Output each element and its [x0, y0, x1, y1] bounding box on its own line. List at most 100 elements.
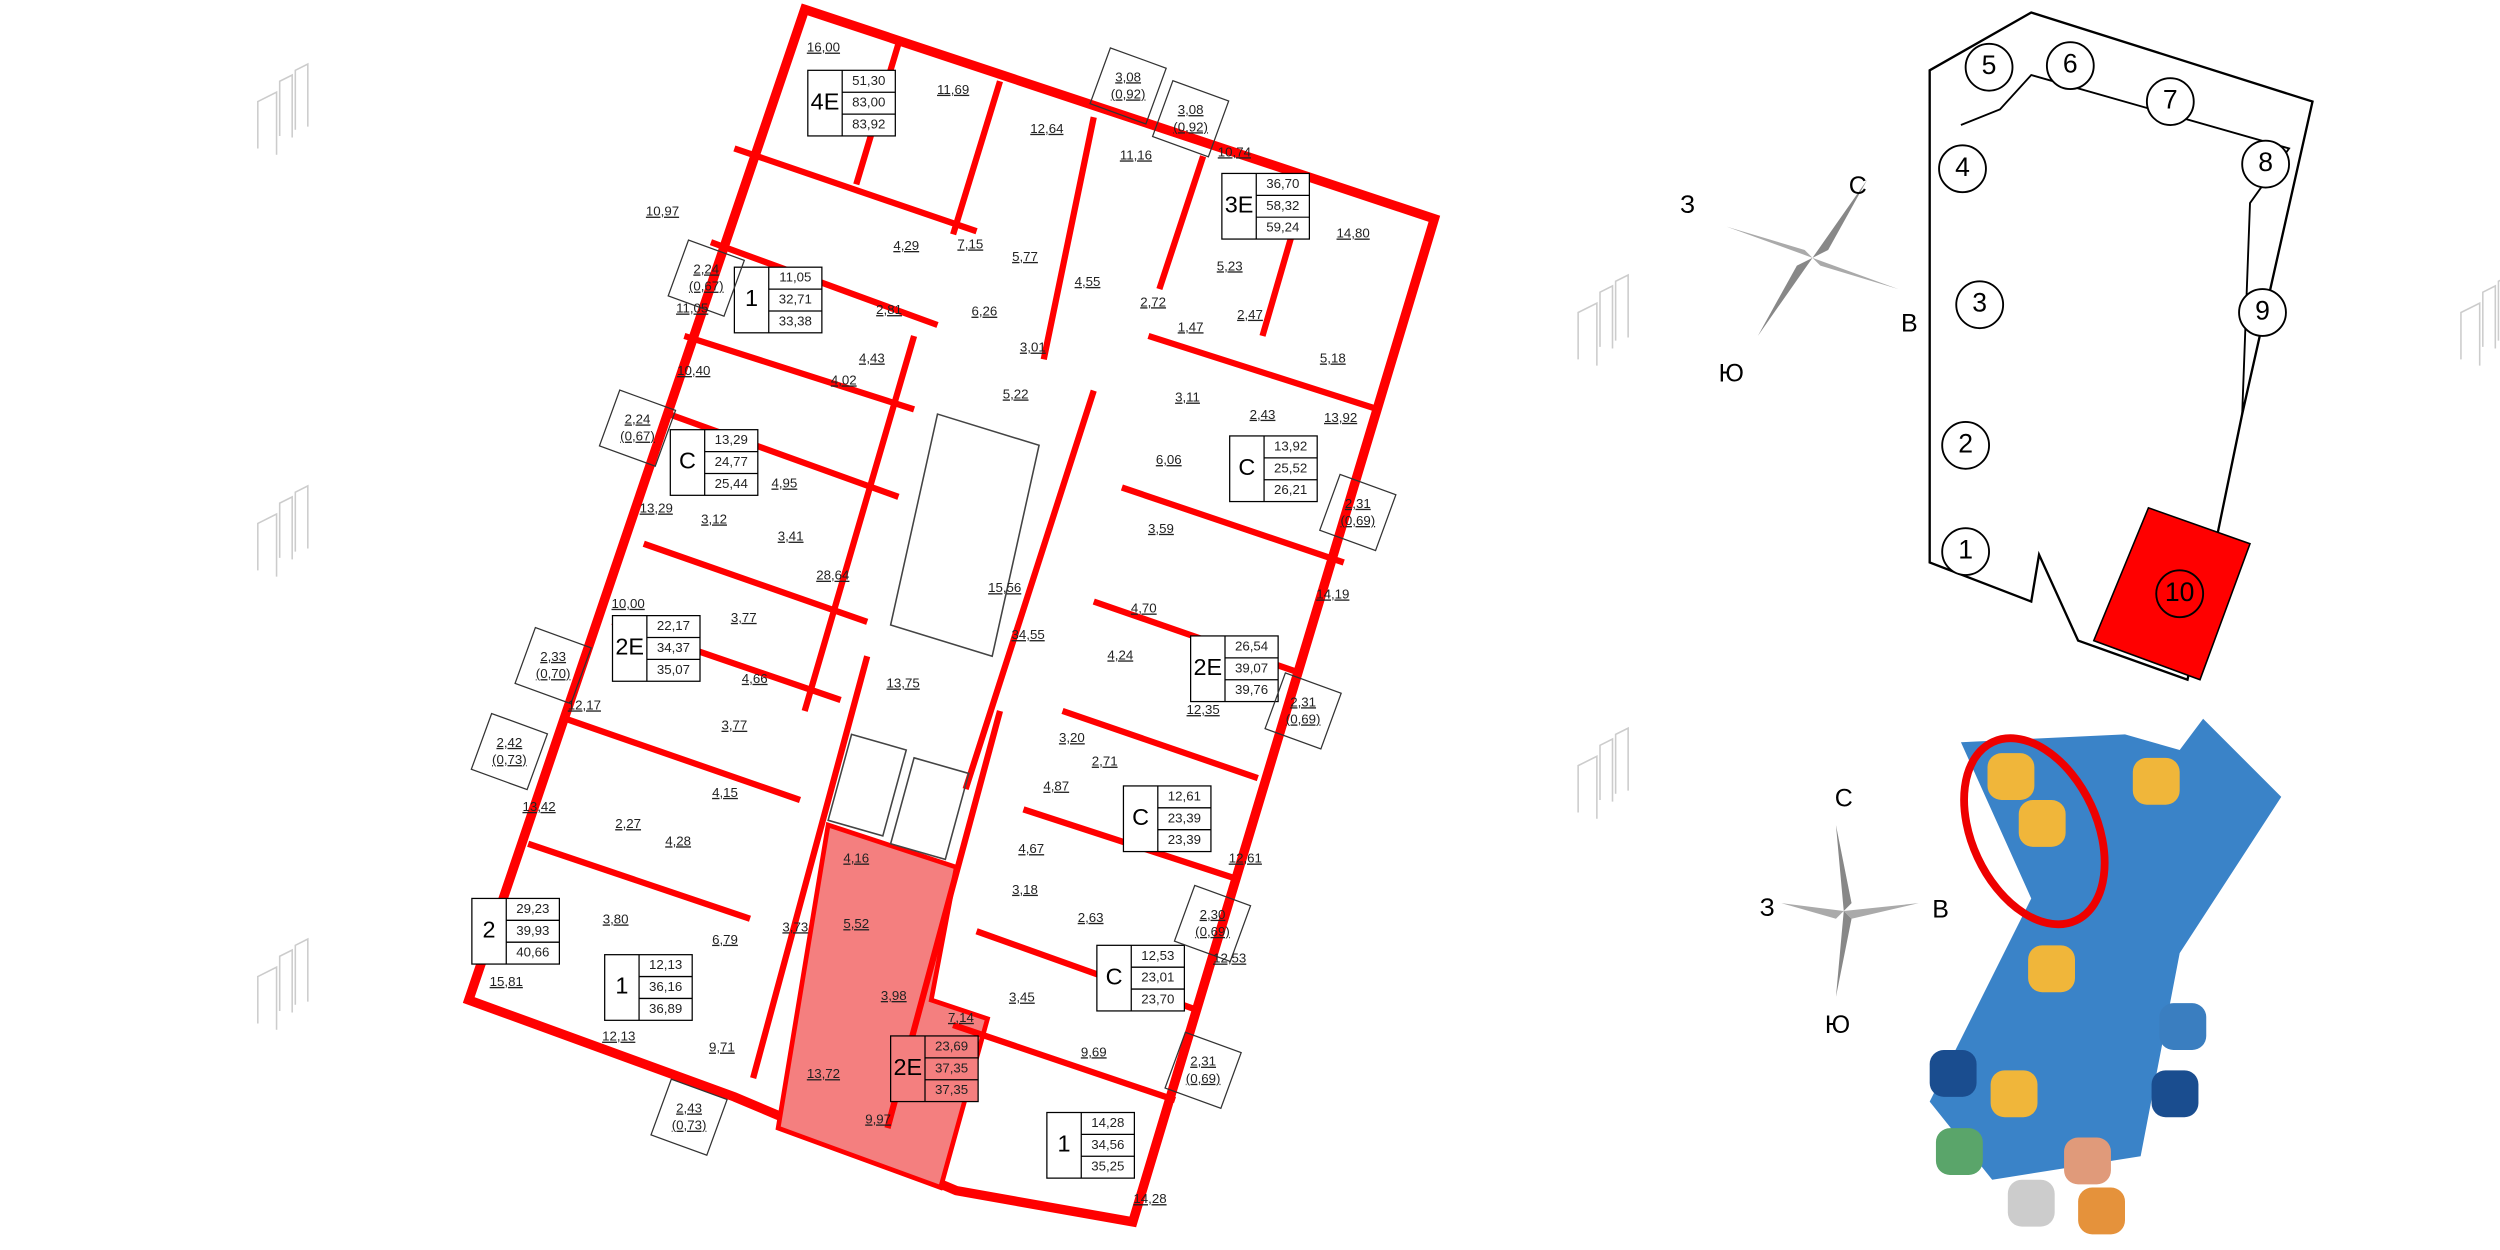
selected-area-marker — [1960, 734, 2109, 929]
room-area-label: 14,19 — [1316, 586, 1349, 601]
total-area-with-balcony: 83,92 — [852, 117, 885, 132]
watermark-logo-icon — [2460, 279, 2500, 366]
total-area: 34,56 — [1091, 1137, 1124, 1152]
total-area-with-balcony: 35,25 — [1091, 1159, 1124, 1174]
living-area: 13,29 — [715, 432, 748, 447]
residential-icon — [1990, 1070, 2038, 1118]
apartment-type: 2Е — [1193, 654, 1222, 680]
total-area-with-balcony: 23,70 — [1141, 992, 1174, 1007]
section-number: 6 — [2063, 49, 2078, 79]
key-plan-section-3[interactable]: 3 — [1955, 280, 2005, 330]
section-number: 9 — [2255, 296, 2270, 326]
room-area-label: 9,97 — [865, 1111, 891, 1126]
balcony-area: 2,31 — [1345, 496, 1371, 511]
room-area-label: 13,92 — [1324, 410, 1357, 425]
watermark-logo-icon — [257, 937, 309, 1030]
apartment-type: 2Е — [893, 1054, 922, 1080]
compass-bottom: С З В Ю — [1760, 785, 1949, 1040]
apartment-type: 2 — [483, 916, 496, 942]
living-area: 36,70 — [1266, 176, 1299, 191]
room-area-label: 6,26 — [971, 304, 997, 319]
key-plan-section-10[interactable]: 10 — [2092, 506, 2252, 681]
key-plan-section-6[interactable]: 6 — [2045, 41, 2095, 90]
room-area-label: 12,13 — [602, 1029, 635, 1044]
balcony — [1173, 884, 1252, 963]
room-area-label: 14,80 — [1337, 225, 1370, 240]
total-area-with-balcony: 59,24 — [1266, 220, 1299, 235]
balcony-reduced-area: (0,70) — [536, 666, 571, 681]
balcony-reduced-area: (0,92) — [1173, 119, 1208, 134]
total-area: 32,71 — [779, 292, 812, 307]
room-area-label: 3,80 — [603, 911, 629, 926]
balcony-area: 2,42 — [496, 735, 522, 750]
room-area-label: 5,77 — [1012, 249, 1038, 264]
living-area: 22,17 — [657, 618, 690, 633]
compass-top: С З В Ю — [1680, 172, 1918, 388]
balcony — [1318, 473, 1397, 552]
room-area-label: 1,47 — [1178, 319, 1204, 334]
balcony — [1089, 47, 1167, 125]
apartment-type: С — [679, 448, 696, 474]
room-area-label: 16,00 — [807, 40, 840, 55]
balcony-area: 2,33 — [540, 649, 566, 664]
room-area-label: 9,71 — [709, 1040, 735, 1055]
section-number: 8 — [2258, 147, 2273, 177]
room-area-label: 2,72 — [1140, 294, 1166, 309]
room-area-label: 6,06 — [1156, 452, 1182, 467]
key-plan-section-8[interactable]: 8 — [2241, 139, 2290, 189]
room-area-label: 11,05 — [676, 301, 708, 316]
key-plan-section-4[interactable]: 4 — [1938, 144, 1987, 194]
key-plan-section-2[interactable]: 2 — [1941, 420, 1990, 470]
room-area-label: 4,29 — [893, 238, 919, 253]
site-map — [1929, 718, 2282, 1235]
residential-icon — [2018, 800, 2066, 847]
key-plan-section-9[interactable]: 9 — [2238, 288, 2287, 337]
room-area-label: 13,42 — [522, 799, 555, 814]
living-area: 14,28 — [1091, 1115, 1124, 1130]
pharmacy-icon — [1935, 1128, 1983, 1175]
room-area-label: 15,81 — [490, 974, 523, 989]
compass-east-label: В — [1901, 310, 1918, 338]
apartment-type: 1 — [615, 973, 628, 999]
room-area-label: 5,52 — [843, 916, 869, 931]
apartment-type: 2Е — [615, 634, 644, 660]
apartment-info-box[interactable]: С 13,29 24,77 25,44 — [669, 429, 759, 496]
compass-west-label: З — [1680, 191, 1695, 219]
living-area: 11,05 — [779, 270, 811, 285]
total-area: 39,07 — [1235, 660, 1268, 675]
key-plan-section-5[interactable]: 5 — [1964, 42, 2014, 92]
total-area: 24,77 — [715, 454, 748, 469]
room-area-label: 4,24 — [1107, 647, 1133, 662]
key-plan-section-1[interactable]: 1 — [1941, 527, 1990, 576]
balcony — [1264, 672, 1342, 750]
balcony-reduced-area: (0,69) — [1340, 513, 1375, 528]
balcony — [598, 389, 677, 467]
balcony-reduced-area: (0,92) — [1111, 86, 1146, 101]
key-plan-section-7[interactable]: 7 — [2145, 77, 2195, 126]
room-area-label: 10,00 — [612, 596, 645, 611]
room-area-label: 11,16 — [1120, 147, 1152, 162]
room-area-label: 5,23 — [1217, 258, 1243, 273]
living-area: 23,69 — [935, 1038, 968, 1053]
room-area-label: 12,17 — [568, 697, 601, 712]
compass-south-label: Ю — [1825, 1011, 1850, 1039]
room-area-label: 10,40 — [677, 363, 710, 378]
total-area: 34,37 — [657, 640, 690, 655]
room-area-label: 2,27 — [615, 816, 641, 831]
room-area-label: 2,81 — [876, 302, 902, 317]
total-area-with-balcony: 25,44 — [715, 476, 748, 491]
